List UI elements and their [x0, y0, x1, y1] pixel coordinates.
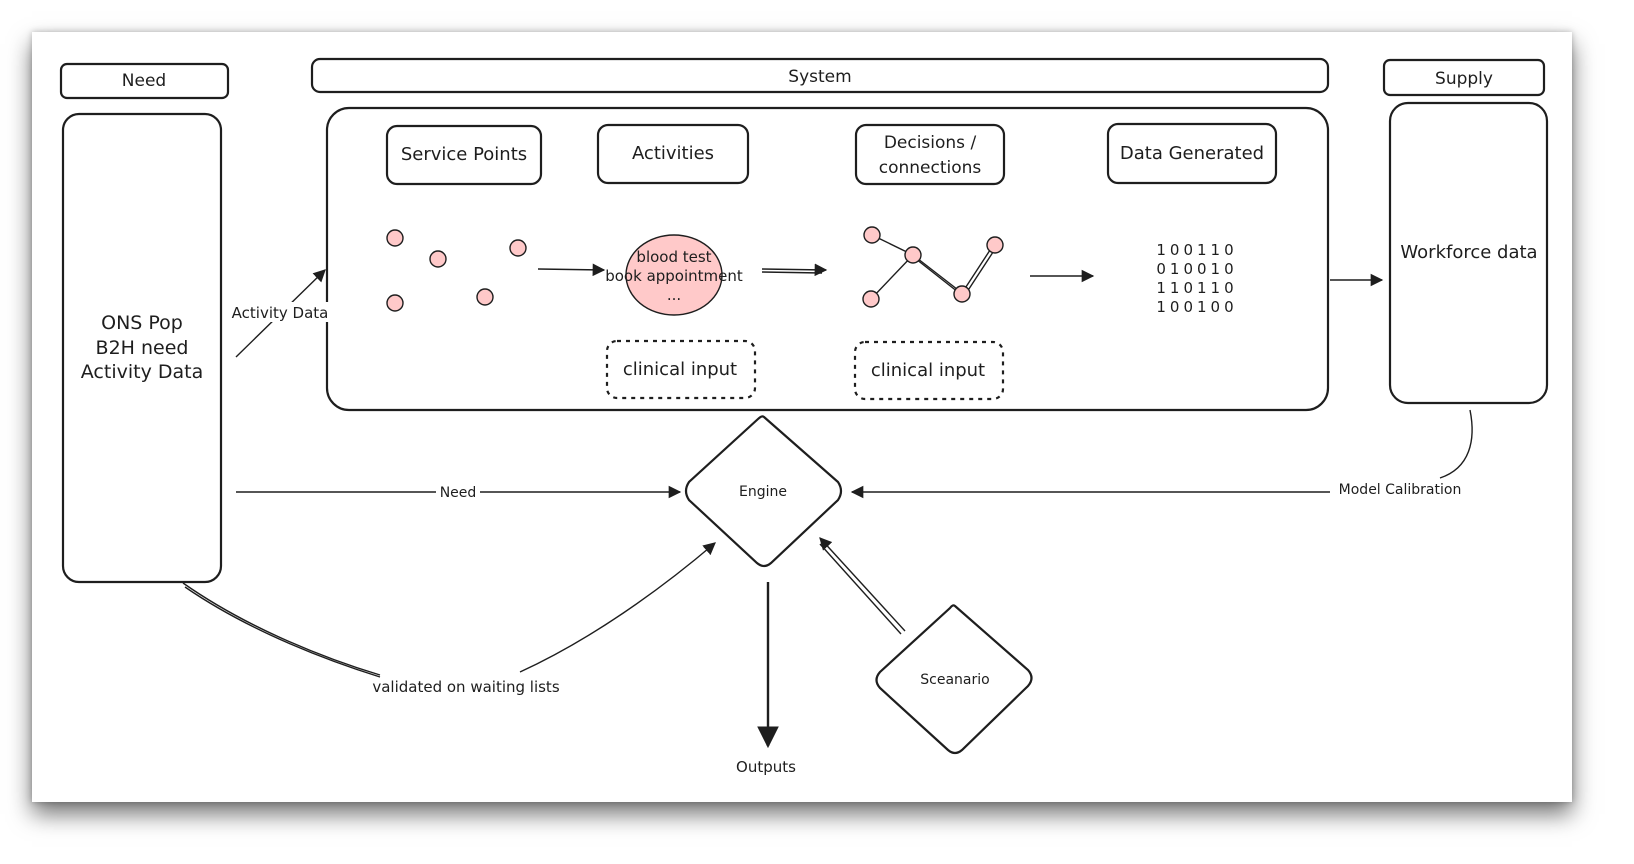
need-line-3: Activity Data	[81, 361, 203, 383]
need-edge-label: Need	[440, 485, 477, 501]
network-edge	[961, 243, 995, 294]
decisions-title-line-1: Decisions /	[884, 133, 977, 153]
decision-network	[862, 226, 1004, 308]
service-points-title: Service Points	[401, 144, 527, 165]
network-node	[863, 226, 881, 244]
activities-header	[596, 123, 750, 185]
arrow-scenario-to-engine-shadow	[819, 543, 902, 635]
outputs-label: Outputs	[736, 758, 796, 776]
network-node	[986, 236, 1004, 254]
supply-box	[1388, 101, 1549, 405]
need-title: Need	[122, 71, 166, 91]
clinical-input-label-1: clinical input	[623, 359, 737, 380]
supply-title: Supply	[1435, 69, 1493, 89]
activity-line-2: book appointment	[605, 267, 743, 285]
engine-label: Engine	[739, 484, 787, 500]
engine-diamond	[684, 415, 843, 568]
binary-row: 010010	[1156, 260, 1237, 278]
model-calibration-label: Model Calibration	[1339, 482, 1462, 498]
service-points-header	[385, 124, 543, 186]
service-point-dot	[476, 288, 494, 306]
calibration-label-bg	[1330, 480, 1470, 500]
service-point-dot	[386, 294, 404, 312]
need-edge-label-bg	[436, 482, 480, 502]
network-edge	[870, 254, 914, 300]
network-edge	[964, 245, 998, 296]
activity-line-1: blood test	[636, 248, 711, 266]
validated-curve-right	[519, 542, 716, 673]
need-line-2: B2H need	[96, 337, 189, 359]
network-node	[862, 290, 880, 308]
service-point-dot	[386, 229, 404, 247]
need-box	[61, 112, 223, 584]
need-line-1: ONS Pop	[101, 312, 183, 334]
decisions-header	[854, 123, 1006, 186]
arrow-activities-to-decisions-shadow	[761, 271, 823, 274]
binary-row: 100100	[1156, 298, 1237, 316]
data-generated-header	[1106, 122, 1278, 185]
scenario-label: Sceanario	[920, 672, 989, 688]
scenario-diamond	[875, 604, 1033, 755]
binary-row: 100110	[1156, 241, 1237, 259]
network-node	[904, 246, 922, 264]
validated-curve-left	[182, 582, 381, 676]
arrow-scenario-to-engine	[819, 537, 906, 632]
activity-data-label-bg	[228, 302, 330, 322]
data-generated-title: Data Generated	[1120, 143, 1264, 164]
service-point-dot	[509, 239, 527, 257]
service-point-dots	[386, 229, 527, 312]
workforce-data-label: Workforce data	[1400, 242, 1537, 263]
validated-curve-left-shadow	[184, 586, 381, 678]
network-edge	[912, 254, 963, 294]
need-header-box	[59, 62, 230, 100]
activity-node	[625, 234, 723, 316]
binary-row: 110110	[1156, 279, 1237, 297]
service-point-dot	[429, 250, 447, 268]
decisions-title-line-2: connections	[879, 158, 982, 178]
activity-line-3: ...	[667, 286, 681, 304]
system-title: System	[788, 67, 851, 87]
validated-label: validated on waiting lists	[372, 678, 559, 696]
supply-header-box	[1382, 58, 1546, 97]
clinical-input-label-2: clinical input	[871, 360, 985, 381]
activities-title: Activities	[632, 143, 714, 164]
diagram-canvas	[32, 32, 1572, 802]
arrow-service-to-activities	[537, 263, 606, 277]
network-node	[953, 285, 971, 303]
clinical-input-box-1	[605, 339, 757, 400]
arrow-activities-to-decisions	[761, 263, 828, 277]
calibration-curve	[1439, 409, 1473, 479]
clinical-input-box-2	[853, 340, 1005, 401]
activity-data-label: Activity Data	[232, 304, 329, 322]
system-box	[325, 106, 1330, 412]
system-header-box	[310, 57, 1330, 94]
